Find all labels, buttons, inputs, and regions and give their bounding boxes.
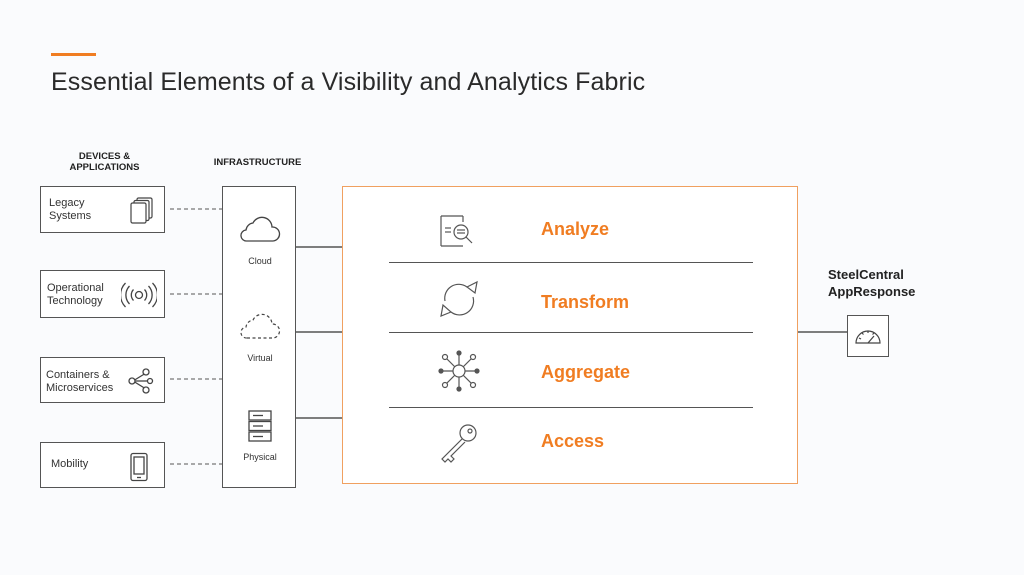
cloud-icon [240,216,281,242]
server-stack-icon [248,410,272,442]
smartphone-icon [130,452,148,482]
key-icon [441,424,477,463]
stage-label-transform: Transform [541,292,630,312]
infrastructure-header: INFRASTRUCTURE [213,157,302,168]
stage-label-analyze: Analyze [541,219,610,239]
stage-divider [389,407,753,408]
infrastructure-panel: Cloud Virtual Physical [222,186,296,488]
product-name: SteelCentral AppResponse [828,266,915,300]
device-label: Containers & Microservices [46,369,114,394]
document-search-icon [440,215,473,247]
share-nodes-icon [128,368,154,394]
device-box-mobility: Mobility [40,442,165,488]
hub-nodes-icon [438,350,480,392]
infra-label-virtual: Virtual [247,353,273,363]
device-box-operational-technology: Operational Technology [40,270,165,318]
device-label: Mobility [51,458,89,470]
cycle-arrows-icon [440,280,478,317]
stage-divider [389,262,753,263]
infra-label-cloud: Cloud [248,256,272,266]
product-name-line1: SteelCentral [828,267,904,282]
device-box-containers-microservices: Containers & Microservices [40,357,165,403]
stacked-pages-icon [130,197,153,224]
page-title: Essential Elements of a Visibility and A… [51,68,646,96]
signal-broadcast-icon [121,282,157,308]
gauge-icon [855,330,881,344]
devices-header: DEVICES & APPLICATIONS [69,151,140,173]
dashed-cloud-icon [240,313,281,339]
stage-label-aggregate: Aggregate [541,362,631,382]
infra-label-physical: Physical [243,452,277,462]
product-icon-box [847,315,889,357]
device-label: Legacy Systems [49,197,92,222]
device-label: Operational Technology [47,282,104,307]
device-box-legacy-systems: Legacy Systems [40,186,165,233]
stage-divider [389,332,753,333]
product-name-line2: AppResponse [828,284,916,299]
stage-label-access: Access [541,431,605,451]
fabric-panel: Analyze Transform [342,186,798,484]
title-accent-bar [51,53,96,56]
